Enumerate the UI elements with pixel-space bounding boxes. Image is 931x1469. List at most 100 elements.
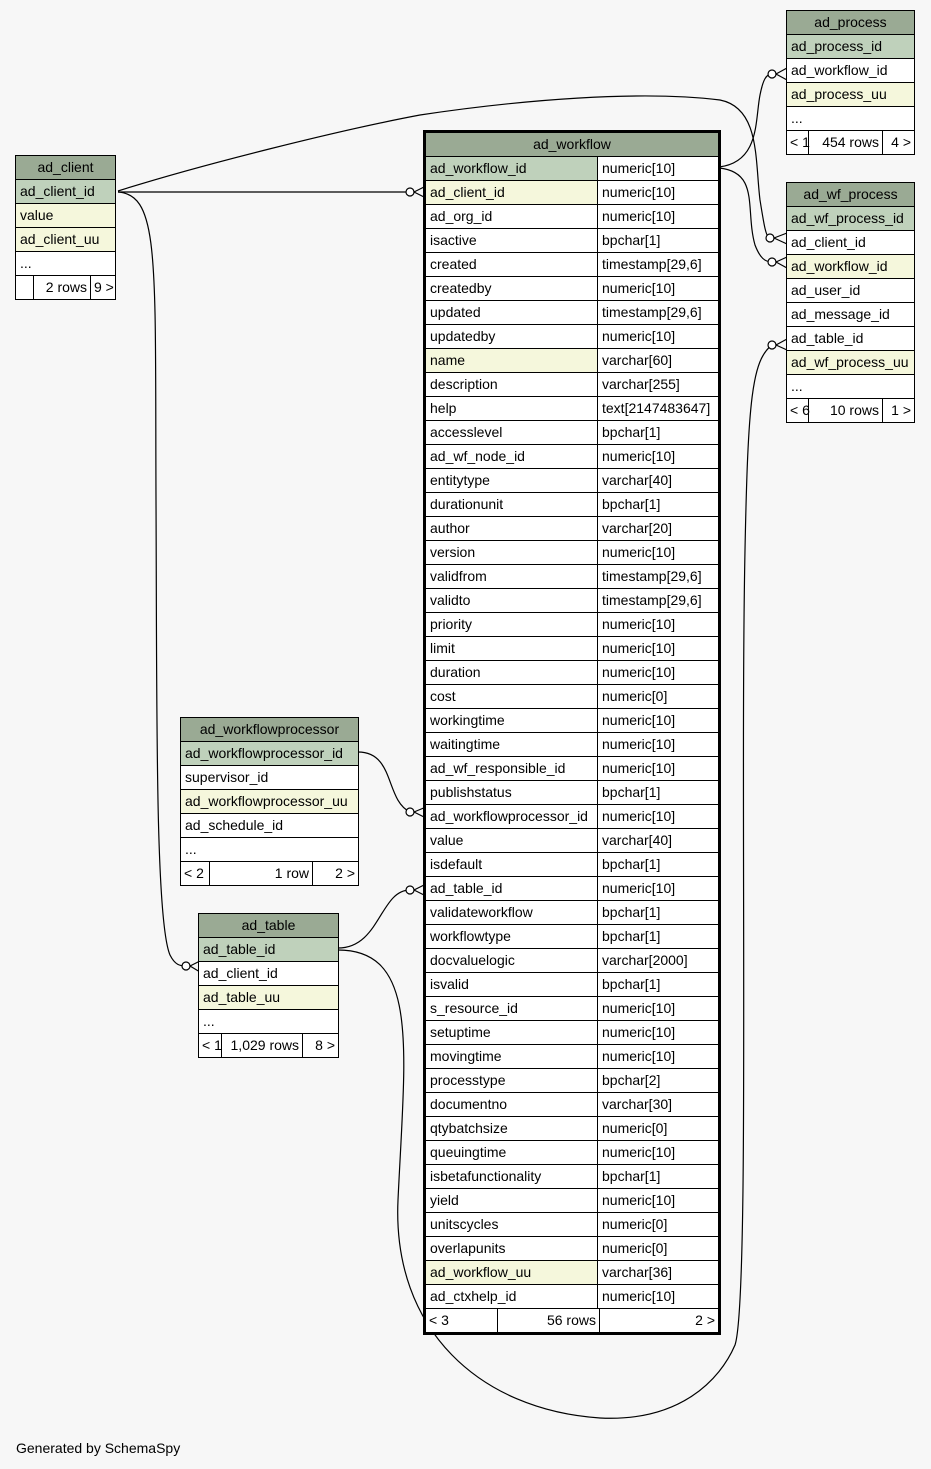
- column-row[interactable]: ...: [787, 107, 914, 131]
- prev-link[interactable]: < 3: [426, 1309, 498, 1332]
- column-row[interactable]: ad_process_id: [787, 35, 914, 59]
- column-row[interactable]: ad_schedule_id: [181, 814, 358, 838]
- column-row[interactable]: ad_process_uu: [787, 83, 914, 107]
- column-row[interactable]: value: [16, 204, 115, 228]
- column-row[interactable]: ad_table_id: [787, 327, 914, 351]
- column-row[interactable]: ad_workflow_id: [787, 255, 914, 279]
- column-row[interactable]: ad_user_id: [787, 279, 914, 303]
- column-name: s_resource_id: [426, 997, 598, 1020]
- column-row[interactable]: ...: [16, 252, 115, 276]
- column-row[interactable]: ad_wf_process_uu: [787, 351, 914, 375]
- next-link[interactable]: 2 >: [695, 1312, 715, 1328]
- prev-link[interactable]: < 6: [787, 399, 810, 422]
- next-link[interactable]: 8 >: [315, 1037, 335, 1053]
- column-row[interactable]: ad_client_id: [16, 180, 115, 204]
- table-title[interactable]: ad_client: [16, 156, 115, 180]
- table-title[interactable]: ad_table: [199, 914, 338, 938]
- column-row[interactable]: ad_wf_process_id: [787, 207, 914, 231]
- column-row[interactable]: ad_message_id: [787, 303, 914, 327]
- column-row[interactable]: ...: [199, 1010, 338, 1034]
- next-link[interactable]: 9 >: [94, 279, 114, 295]
- column-row[interactable]: ...: [787, 375, 914, 399]
- next-link[interactable]: 1 >: [891, 402, 911, 418]
- column-row[interactable]: ad_workflowprocessor_uu: [181, 790, 358, 814]
- column-row[interactable]: ad_client_uu: [16, 228, 115, 252]
- table-title[interactable]: ad_process: [787, 11, 914, 35]
- column-type: varchar[60]: [598, 349, 718, 372]
- column-row[interactable]: ad_table_uu: [199, 986, 338, 1010]
- table-title[interactable]: ad_workflow: [426, 133, 718, 157]
- column-row[interactable]: supervisor_id: [181, 766, 358, 790]
- next-link[interactable]: 2 >: [335, 865, 355, 881]
- column-row[interactable]: ad_table_id: [199, 938, 338, 962]
- column-row[interactable]: ad_workflowprocessor_id: [181, 742, 358, 766]
- column-row[interactable]: ...: [181, 838, 358, 862]
- column-row[interactable]: ad_client_id: [199, 962, 338, 986]
- table-title[interactable]: ad_workflowprocessor: [181, 718, 358, 742]
- prev-link[interactable]: [16, 276, 34, 299]
- column-row[interactable]: ad_client_id: [787, 231, 914, 255]
- next-link[interactable]: 4 >: [891, 134, 911, 150]
- prev-link[interactable]: < 1: [199, 1034, 222, 1057]
- prev-link[interactable]: < 2: [181, 862, 210, 885]
- column-row[interactable]: ad_workflow_id: [787, 59, 914, 83]
- prev-link[interactable]: < 1: [787, 131, 810, 154]
- table-title[interactable]: ad_wf_process: [787, 183, 914, 207]
